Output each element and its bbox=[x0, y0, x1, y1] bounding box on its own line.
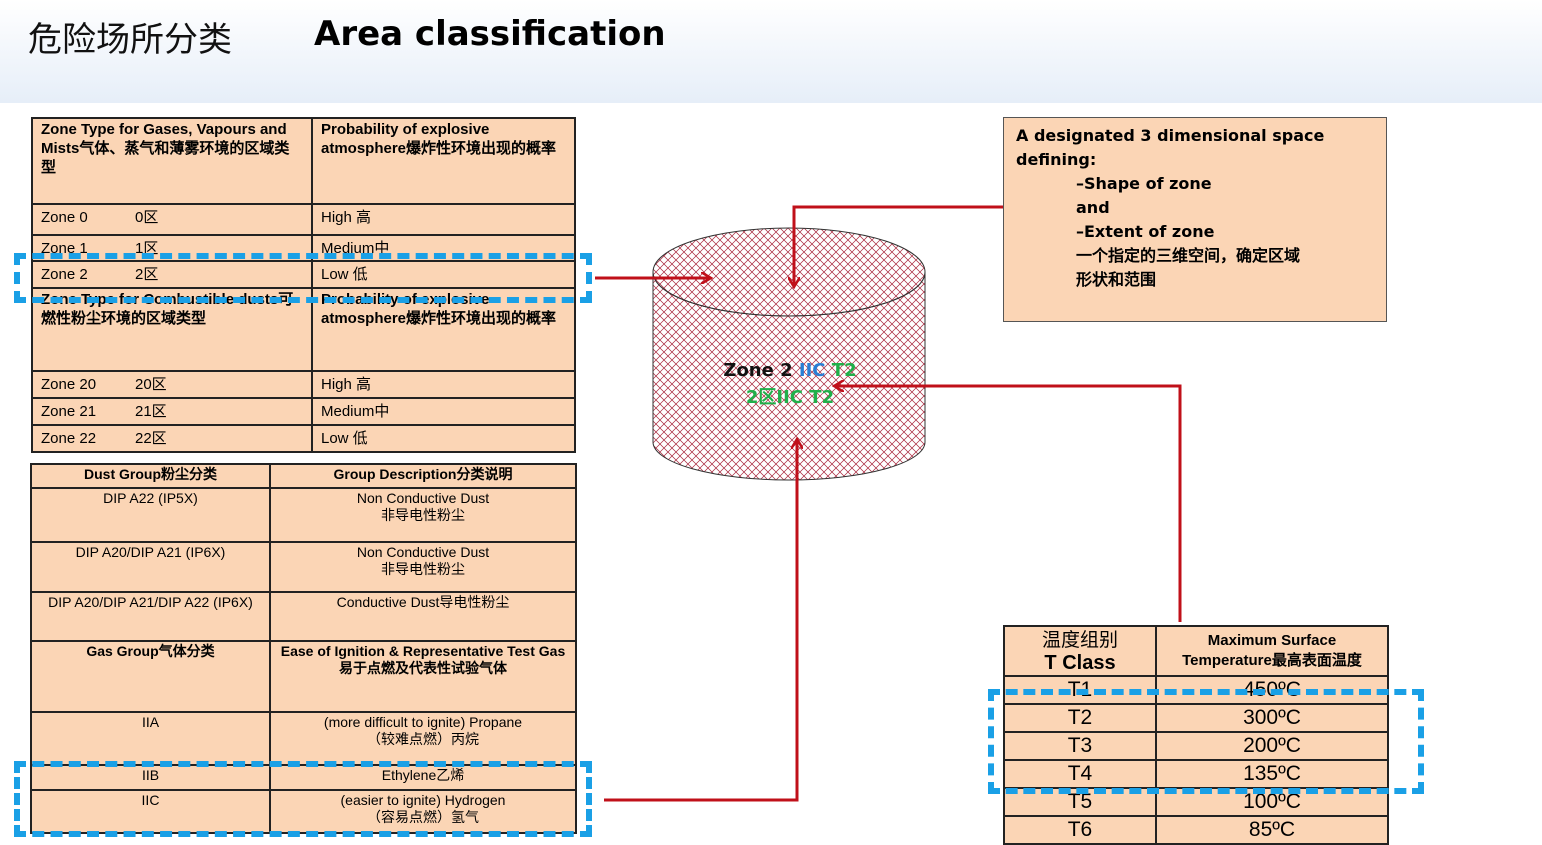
definition-line: –Shape of zone bbox=[1076, 174, 1212, 193]
table-row: Zone 22 22区 Low 低 bbox=[31, 424, 576, 453]
zone-name: Zone 2 bbox=[41, 266, 88, 283]
zone-2-highlight bbox=[14, 253, 592, 303]
zone-cn: 20区 bbox=[135, 376, 167, 393]
group-name: DIP A22 (IP5X) bbox=[30, 487, 271, 543]
table-row: Zone 0 0区 High 高 bbox=[31, 203, 576, 236]
group-name: DIP A20/DIP A21/DIP A22 (IP6X) bbox=[30, 591, 271, 642]
zone-cn: 0区 bbox=[135, 209, 159, 226]
max-temp: 200ºC bbox=[1155, 731, 1389, 761]
temperature-arrow bbox=[835, 386, 1182, 622]
definition-line: A designated 3 dimensional space bbox=[1016, 126, 1325, 145]
t-class-highlight bbox=[988, 689, 1424, 794]
definition-line: and bbox=[1076, 198, 1110, 217]
group-desc: Non Conductive Dust bbox=[356, 544, 490, 560]
zone-label-zone-cn: 2区 bbox=[745, 387, 777, 408]
group-desc: Conductive Dust导电性粉尘 bbox=[269, 591, 577, 642]
zone-name: Zone 1 bbox=[41, 240, 88, 257]
definition-arrow bbox=[794, 205, 1003, 286]
max-temp-header-cn: Temperature最高表面温度 bbox=[1182, 652, 1362, 669]
table-row: Zone 21 21区 Medium中 bbox=[31, 397, 576, 426]
ignition-header: Ease of Ignition & Representative Test G… bbox=[280, 643, 566, 659]
zone-label-group: IIC bbox=[798, 360, 826, 381]
group-desc: (easier to ignite) Hydrogen bbox=[340, 792, 506, 808]
zone-probability: Low 低 bbox=[311, 260, 576, 289]
zone-name: Zone 0 bbox=[41, 209, 88, 226]
zone-label-group-cn: IIC bbox=[776, 387, 804, 408]
definition-line: defining: bbox=[1016, 150, 1097, 169]
group-desc-cn: 非导电性粉尘 bbox=[381, 507, 465, 523]
table-row: IIA (more difficult to ignite) Propane（较… bbox=[30, 711, 577, 766]
zone-label-zone: Zone 2 bbox=[723, 360, 793, 381]
hazard-zone-cylinder bbox=[652, 227, 926, 481]
group-arrow bbox=[604, 440, 797, 802]
max-temp: 300ºC bbox=[1155, 703, 1389, 733]
table-row: Zone 20 20区 High 高 bbox=[31, 370, 576, 399]
t-class-header-cn: 温度组别 bbox=[1041, 630, 1118, 651]
zone-name: Zone 20 bbox=[41, 376, 97, 393]
table-row: DIP A20/DIP A21/DIP A22 (IP6X) Conductiv… bbox=[30, 591, 577, 642]
group-desc: Non Conductive Dust bbox=[356, 490, 490, 506]
t-class: T3 bbox=[1003, 731, 1157, 761]
zone-probability: Medium中 bbox=[311, 397, 576, 426]
gas-zone-header: Zone Type for Gases, Vapours and Mists气体… bbox=[31, 117, 313, 205]
group-table: Dust Group粉尘分类 Group Description分类说明 DIP… bbox=[30, 463, 577, 834]
zone-cn: 1区 bbox=[135, 240, 159, 257]
zone-label-tclass: T2 bbox=[831, 360, 857, 381]
max-temp: 135ºC bbox=[1155, 759, 1389, 789]
zone-probability: High 高 bbox=[311, 203, 576, 236]
zone-name: Zone 22 bbox=[41, 430, 97, 447]
group-desc-cn: （较难点燃）丙烷 bbox=[367, 731, 479, 747]
page-title-en: Area classification bbox=[314, 14, 666, 54]
zone-cn: 2区 bbox=[135, 266, 159, 283]
group-desc: (more difficult to ignite) Propane bbox=[323, 714, 523, 730]
zone-cn: 21区 bbox=[135, 403, 167, 420]
zone-label-tclass-cn: T2 bbox=[809, 387, 835, 408]
group-desc-header: Group Description分类说明 bbox=[269, 463, 577, 489]
zone-probability: Low 低 bbox=[311, 424, 576, 453]
title-bar: 危险场所分类 Area classification bbox=[0, 0, 1542, 103]
definition-line: 形状和范围 bbox=[1076, 270, 1157, 289]
table-row: Zone 2 2区 Low 低 bbox=[31, 260, 576, 289]
t-class-header: T Class bbox=[1044, 652, 1116, 674]
zone-label: Zone 2 IIC T2 2区IIC T2 bbox=[700, 357, 880, 411]
group-desc-cn: 非导电性粉尘 bbox=[381, 561, 465, 577]
t-class: T2 bbox=[1003, 703, 1157, 733]
zone-definition-box: A designated 3 dimensional space definin… bbox=[1003, 117, 1387, 322]
table-row: IIC (easier to ignite) Hydrogen（容易点燃）氢气 bbox=[30, 789, 577, 834]
zone-name: Zone 21 bbox=[41, 403, 97, 420]
zone-probability: High 高 bbox=[311, 370, 576, 399]
t-class: T6 bbox=[1003, 815, 1157, 845]
gas-group-header: Gas Group气体分类 bbox=[30, 640, 271, 713]
max-temp: 85ºC bbox=[1155, 815, 1389, 845]
definition-line: –Extent of zone bbox=[1076, 222, 1215, 241]
group-name: DIP A20/DIP A21 (IP6X) bbox=[30, 541, 271, 593]
max-temp-header: Maximum Surface bbox=[1207, 632, 1337, 649]
page-title-cn: 危险场所分类 bbox=[28, 20, 232, 60]
ignition-header-cn: 易于点燃及代表性试验气体 bbox=[339, 660, 507, 676]
t-class: T4 bbox=[1003, 759, 1157, 789]
group-desc-cn: （容易点燃）氢气 bbox=[367, 809, 479, 825]
zone-cn: 22区 bbox=[135, 430, 167, 447]
gas-group-highlight bbox=[14, 761, 592, 837]
table-row: DIP A20/DIP A21 (IP6X) Non Conductive Du… bbox=[30, 541, 577, 593]
gas-prob-header: Probability of explosive atmosphere爆炸性环境… bbox=[311, 117, 576, 205]
dust-group-header: Dust Group粉尘分类 bbox=[30, 463, 271, 489]
definition-line: 一个指定的三维空间，确定区域 bbox=[1076, 246, 1301, 265]
